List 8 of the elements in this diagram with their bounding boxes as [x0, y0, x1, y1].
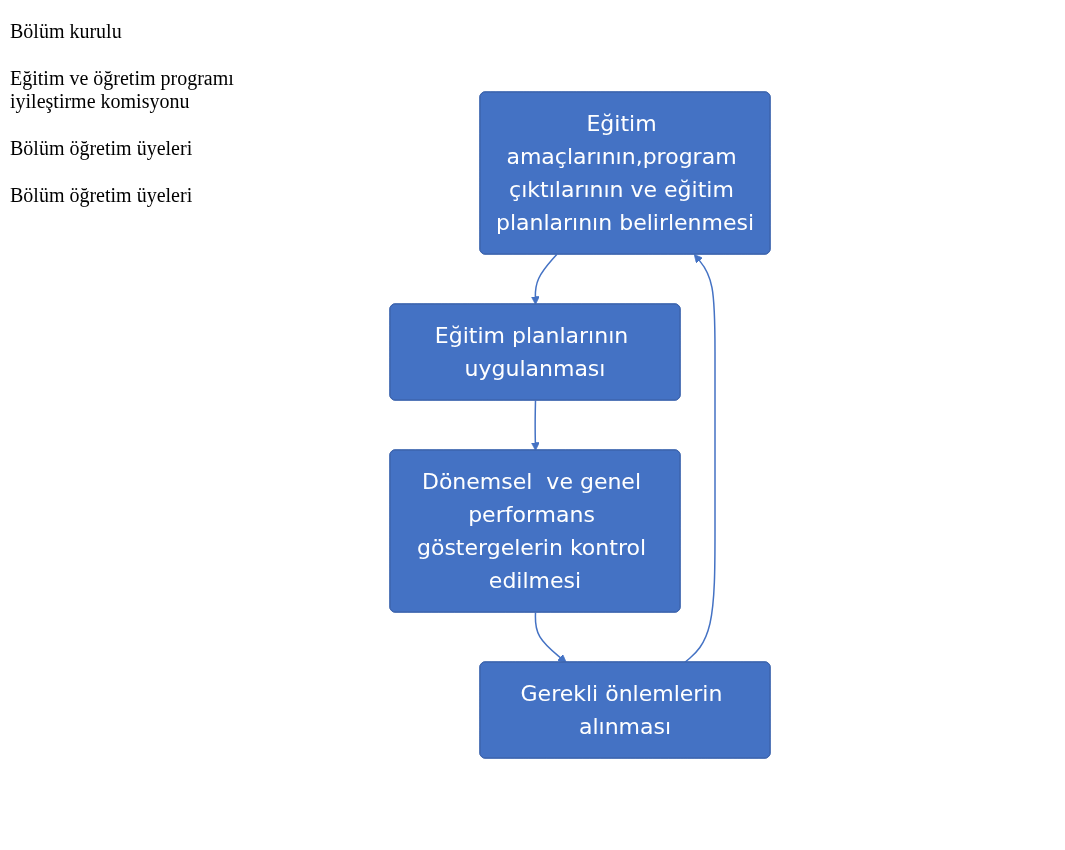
arrow: [534, 611, 567, 663]
responsible-label: Bölüm öğretim üyeleri: [10, 137, 194, 160]
arrow: [683, 254, 716, 664]
arrow: [530, 253, 558, 305]
responsible-label: Bölüm kurulu: [10, 20, 123, 43]
arrow: [530, 399, 540, 451]
responsible-label: Bölüm öğretim üyeleri: [10, 184, 194, 207]
responsible-label: Eğitim ve öğretim programı iyileştirme komisyonu: [10, 67, 235, 113]
